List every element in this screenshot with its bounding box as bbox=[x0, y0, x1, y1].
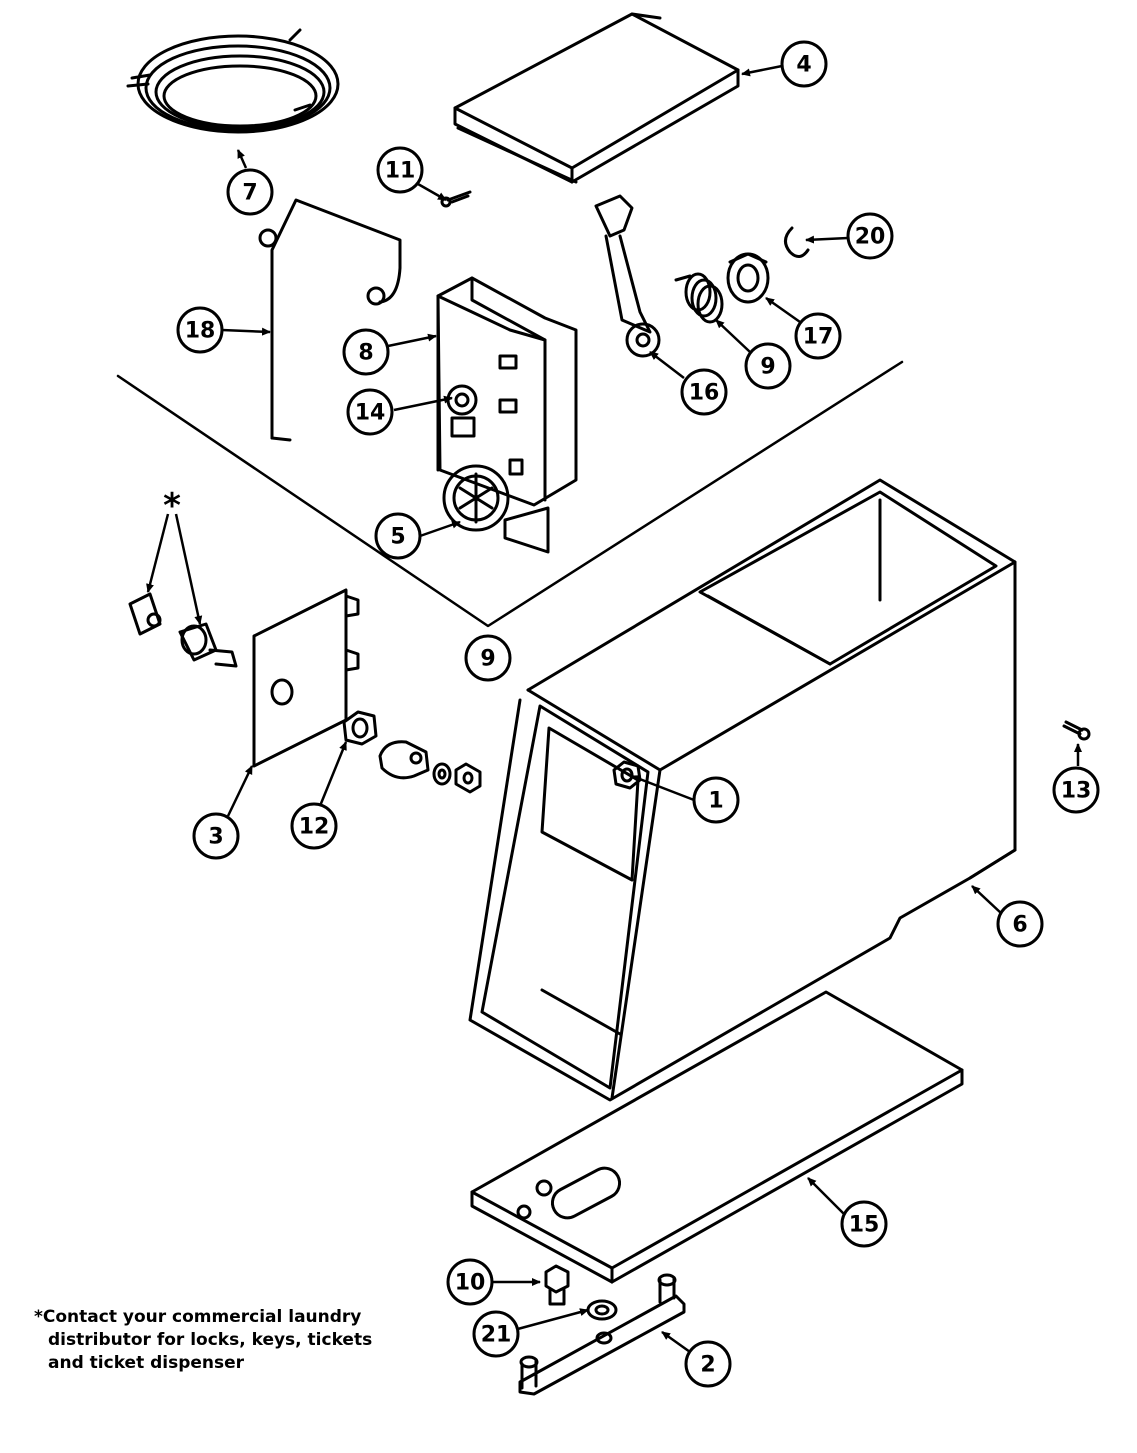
callout-4 bbox=[780, 40, 828, 88]
screw-part-13 bbox=[1062, 720, 1091, 741]
callout-9a-label: 9 bbox=[760, 355, 775, 380]
callout-17-label: 17 bbox=[803, 325, 834, 350]
hex-nut-part-12 bbox=[342, 710, 378, 746]
bushing-part bbox=[726, 252, 770, 304]
footnote-line-3: and ticket dispenser bbox=[48, 1353, 245, 1373]
cam-washer-nut-parts bbox=[378, 740, 482, 794]
callout-2 bbox=[684, 1340, 732, 1388]
footnote: *Contact your commercial laundry distrib… bbox=[34, 1306, 414, 1375]
footnote-line-1: *Contact your commercial laundry bbox=[34, 1307, 362, 1327]
callout-17 bbox=[794, 312, 842, 360]
callout-6 bbox=[996, 900, 1044, 948]
leader-line-17 bbox=[765, 296, 801, 324]
callout-16-label: 16 bbox=[689, 381, 720, 406]
lever-arm-part bbox=[594, 194, 661, 358]
callout-9b bbox=[464, 634, 512, 682]
callout-13 bbox=[1052, 766, 1100, 814]
stud-bar-part bbox=[518, 1273, 686, 1396]
callout-18 bbox=[176, 306, 224, 354]
callout-14-label: 14 bbox=[355, 401, 386, 426]
callout-20 bbox=[846, 212, 894, 260]
callout-7 bbox=[226, 168, 274, 216]
callout-15-label: 15 bbox=[849, 1213, 880, 1238]
leader-line-5 bbox=[419, 520, 461, 538]
callout-10 bbox=[446, 1258, 494, 1306]
callout-15 bbox=[840, 1200, 888, 1248]
callout-8-label: 8 bbox=[358, 341, 373, 366]
leader-line-14 bbox=[393, 395, 453, 412]
callout-21-label: 21 bbox=[481, 1323, 512, 1348]
wire-rod-part bbox=[258, 198, 402, 442]
leader-line-4 bbox=[741, 64, 783, 77]
callout-4-label: 4 bbox=[796, 53, 811, 78]
retaining-ring-part bbox=[784, 226, 810, 258]
leader-line-11 bbox=[417, 182, 447, 202]
callout-1-label: 1 bbox=[708, 789, 723, 814]
leader-line-3 bbox=[226, 765, 254, 817]
asterisk-marker: * bbox=[163, 486, 181, 526]
leader-line-2 bbox=[661, 1330, 691, 1354]
leader-line-15 bbox=[807, 1177, 845, 1215]
callout-16 bbox=[680, 368, 728, 416]
leader-line-star-2 bbox=[174, 513, 203, 625]
callout-9a bbox=[744, 342, 792, 390]
leader-line-6 bbox=[971, 885, 1003, 915]
lock-and-key-parts bbox=[128, 592, 238, 668]
callout-12 bbox=[290, 802, 338, 850]
lock-bracket-part bbox=[252, 588, 360, 768]
timer-assembly-part bbox=[436, 276, 578, 507]
leader-line-16 bbox=[649, 351, 685, 379]
leader-line-18 bbox=[221, 327, 271, 336]
callout-12-label: 12 bbox=[299, 815, 330, 840]
leader-line-12 bbox=[318, 741, 348, 807]
leader-line-7 bbox=[236, 149, 248, 169]
callout-8 bbox=[342, 328, 390, 376]
bolt-part bbox=[544, 1264, 570, 1306]
callout-10-label: 10 bbox=[455, 1271, 486, 1296]
leader-line-20 bbox=[805, 235, 849, 244]
leader-line-8 bbox=[387, 333, 437, 348]
housing-box-part bbox=[468, 478, 1017, 1102]
callout-3 bbox=[192, 812, 240, 860]
leader-line-star-1 bbox=[146, 513, 170, 593]
callout-6-label: 6 bbox=[1012, 913, 1027, 938]
footnote-line-2: distributor for locks, keys, tickets bbox=[48, 1330, 373, 1350]
leader-line-9a bbox=[715, 319, 751, 353]
callout-21 bbox=[472, 1310, 520, 1358]
timer-motor-part bbox=[442, 464, 550, 554]
callout-13-label: 13 bbox=[1061, 779, 1092, 804]
callout-11-label: 11 bbox=[385, 159, 416, 184]
callout-20-label: 20 bbox=[855, 225, 886, 250]
callout-18-label: 18 bbox=[185, 319, 216, 344]
leader-line-1 bbox=[631, 774, 695, 802]
callout-2-label: 2 bbox=[700, 1353, 715, 1378]
washer-part bbox=[586, 1299, 618, 1321]
wire-harness-part bbox=[126, 28, 340, 134]
callout-11 bbox=[376, 146, 424, 194]
callout-14 bbox=[346, 388, 394, 436]
leader-line-21 bbox=[513, 1308, 589, 1332]
callout-5 bbox=[374, 512, 422, 560]
cover-plate-part bbox=[453, 12, 740, 184]
callout-9b-label: 9 bbox=[480, 647, 495, 672]
callout-3-label: 3 bbox=[208, 825, 223, 850]
callout-1 bbox=[692, 776, 740, 824]
torsion-spring-part bbox=[674, 272, 724, 324]
callout-5-label: 5 bbox=[390, 525, 405, 550]
base-plate-part bbox=[470, 990, 964, 1284]
callout-7-label: 7 bbox=[242, 181, 257, 206]
